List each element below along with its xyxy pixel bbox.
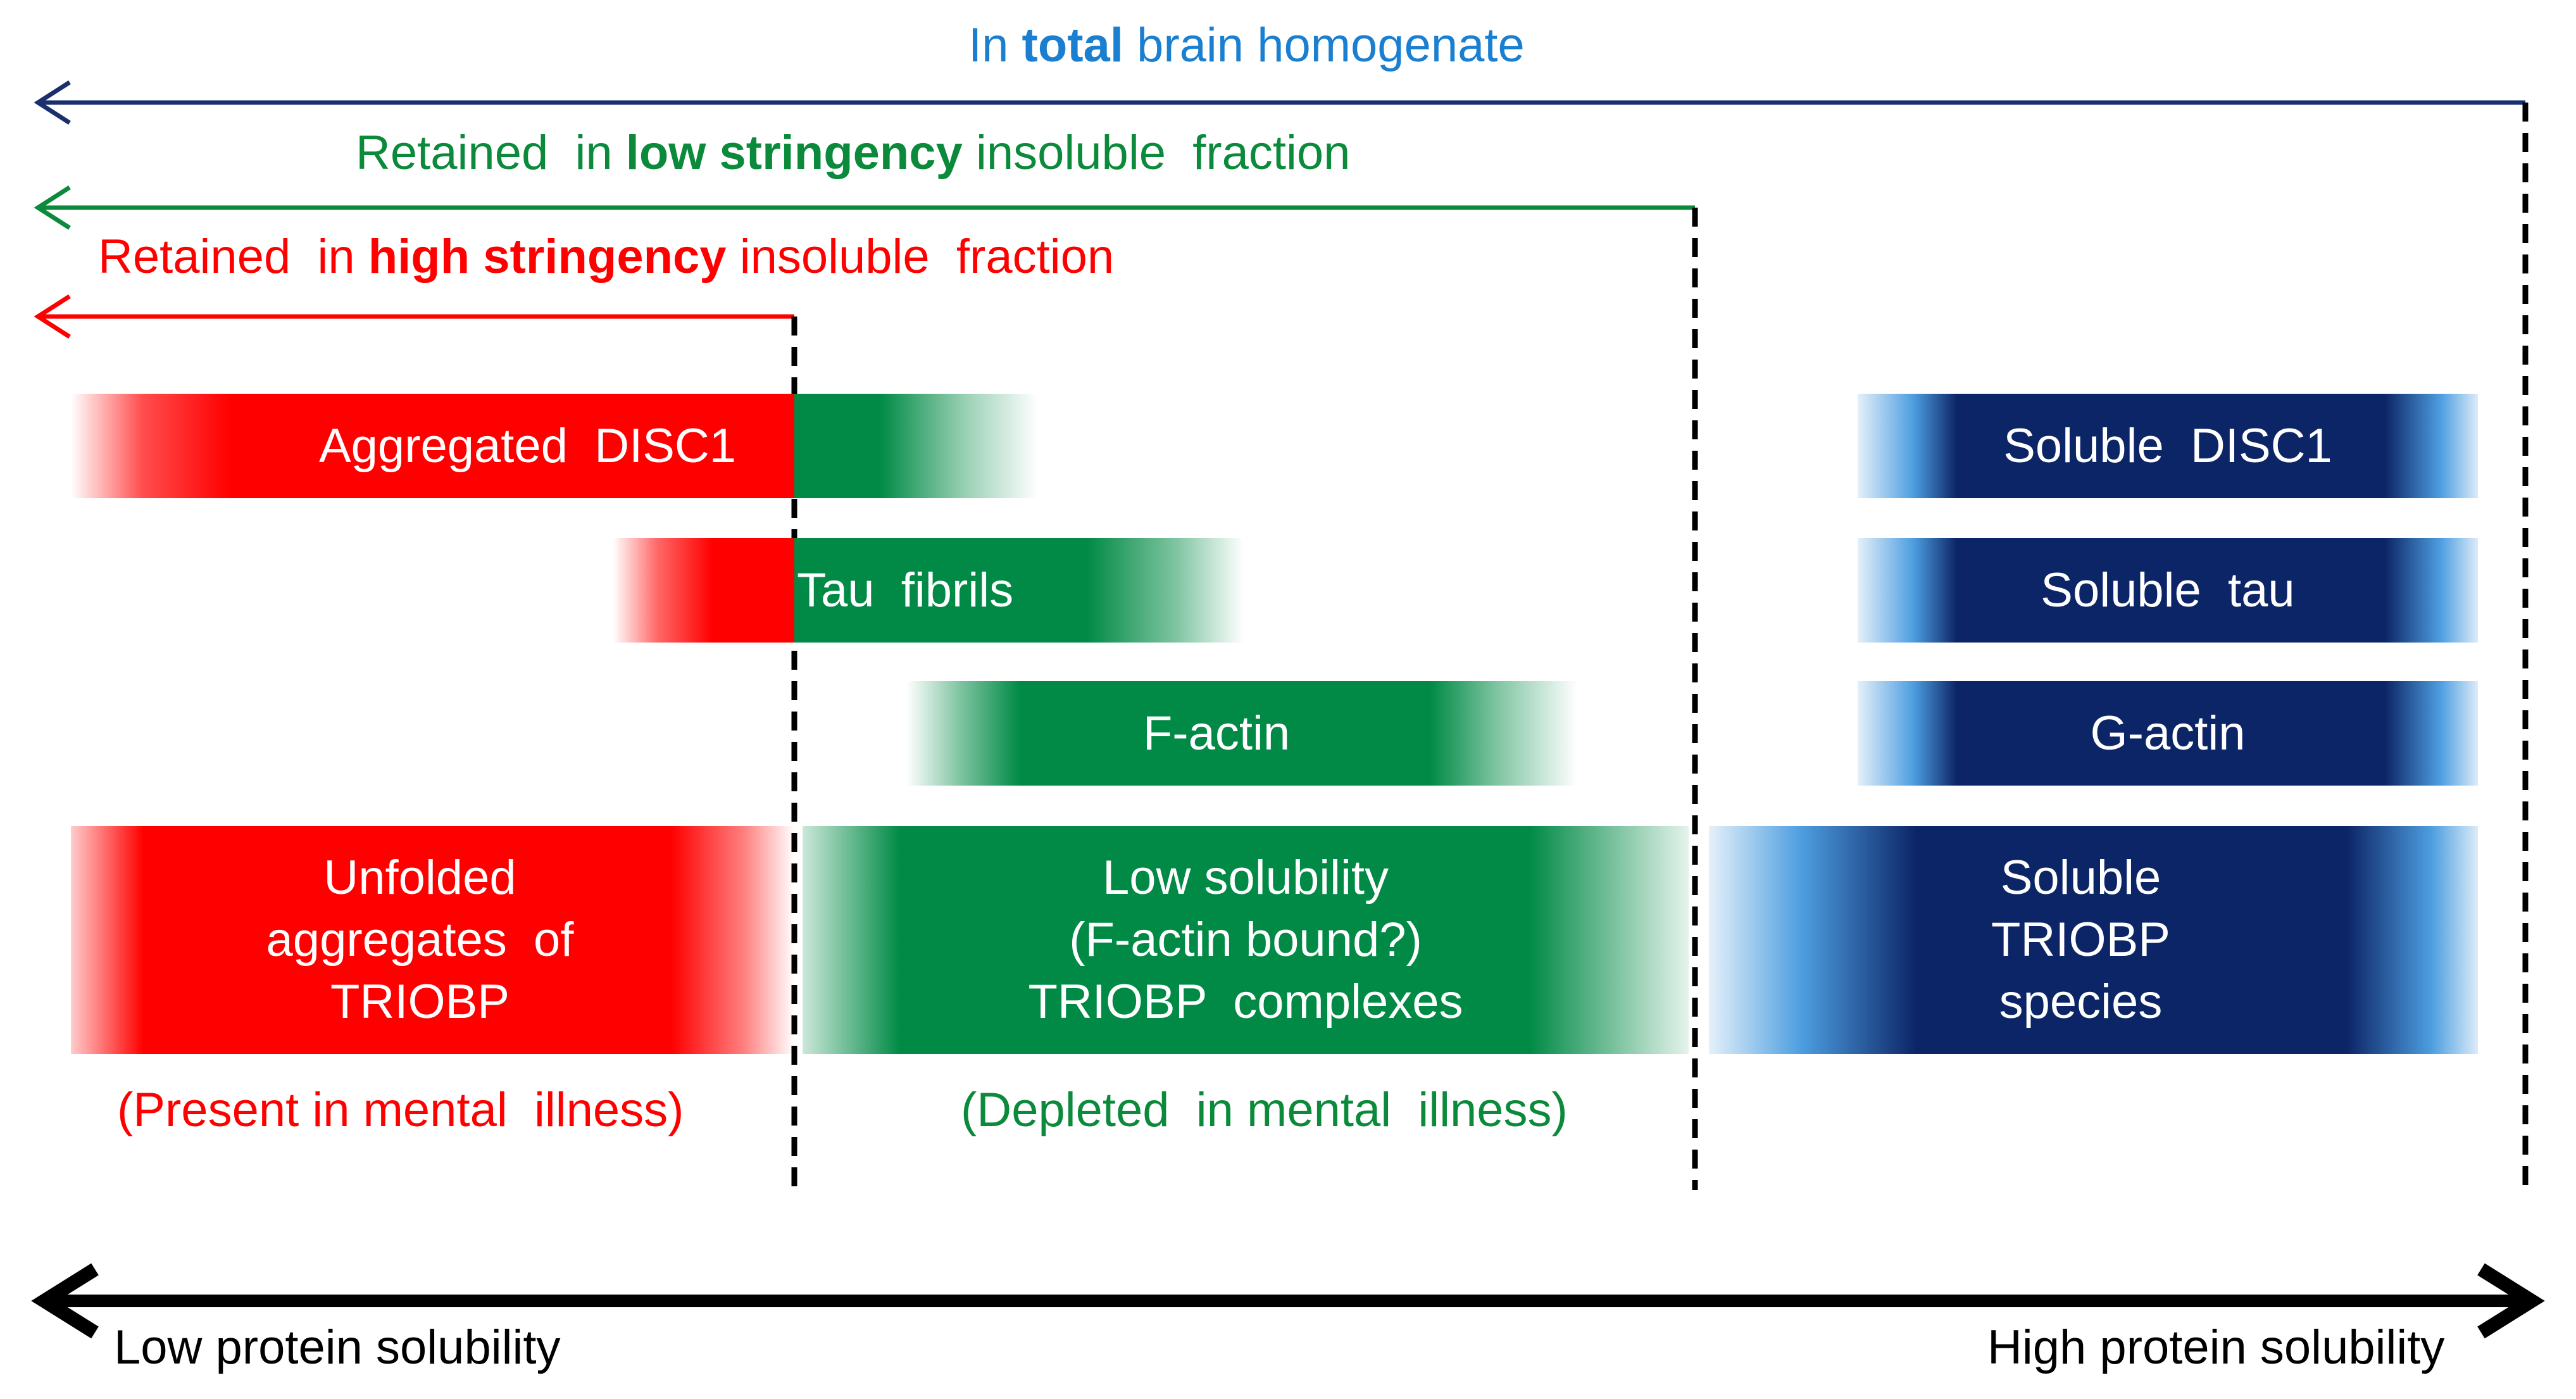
aggregated-disc1-green-tail [794, 394, 1038, 498]
soluble-tau-bar: Soluble tau [1858, 538, 2478, 643]
low-solubility-triobp-bar: Low solubility (F-actin bound?) TRIOBP c… [803, 826, 1689, 1054]
soluble-triobp-bar: Soluble TRIOBP species [1709, 826, 2478, 1054]
low-solubility-axis-label: Low protein solubility [114, 1321, 561, 1374]
solubility-axis [31, 1263, 2545, 1339]
present-note: (Present in mental illness) [117, 1083, 684, 1137]
tau-fibrils-bar: Tau fibrils [794, 538, 1244, 643]
tau-fibrils-red-head [613, 538, 794, 643]
depleted-note: (Depleted in mental illness) [961, 1083, 1568, 1137]
total-homogenate-bracket [34, 80, 2529, 1190]
high-stringency-label: Retained in high stringency insoluble fr… [98, 230, 1115, 284]
soluble-disc1-bar: Soluble DISC1 [1858, 394, 2478, 498]
total-label: In total brain homogenate [968, 18, 1525, 72]
axis-arrowhead-left [31, 1263, 99, 1339]
low-stringency-label: Retained in low stringency insoluble fra… [356, 126, 1351, 180]
high-stringency-bracket [34, 294, 797, 1190]
unfolded-triobp-bar: Unfolded aggregates of TRIOBP [71, 826, 794, 1054]
axis-arrowhead-right [2477, 1263, 2545, 1339]
f-actin-bar: F-actin [906, 681, 1577, 786]
total-arrowhead-left [34, 80, 71, 125]
g-actin-bar: G-actin [1858, 681, 2478, 786]
low-stringency-bracket [34, 185, 1698, 1190]
high-arrowhead-left [34, 294, 71, 339]
aggregated-disc1-bar: Aggregated DISC1 [71, 394, 794, 498]
low-arrowhead-left [34, 185, 71, 230]
high-solubility-axis-label: High protein solubility [1987, 1321, 2445, 1374]
